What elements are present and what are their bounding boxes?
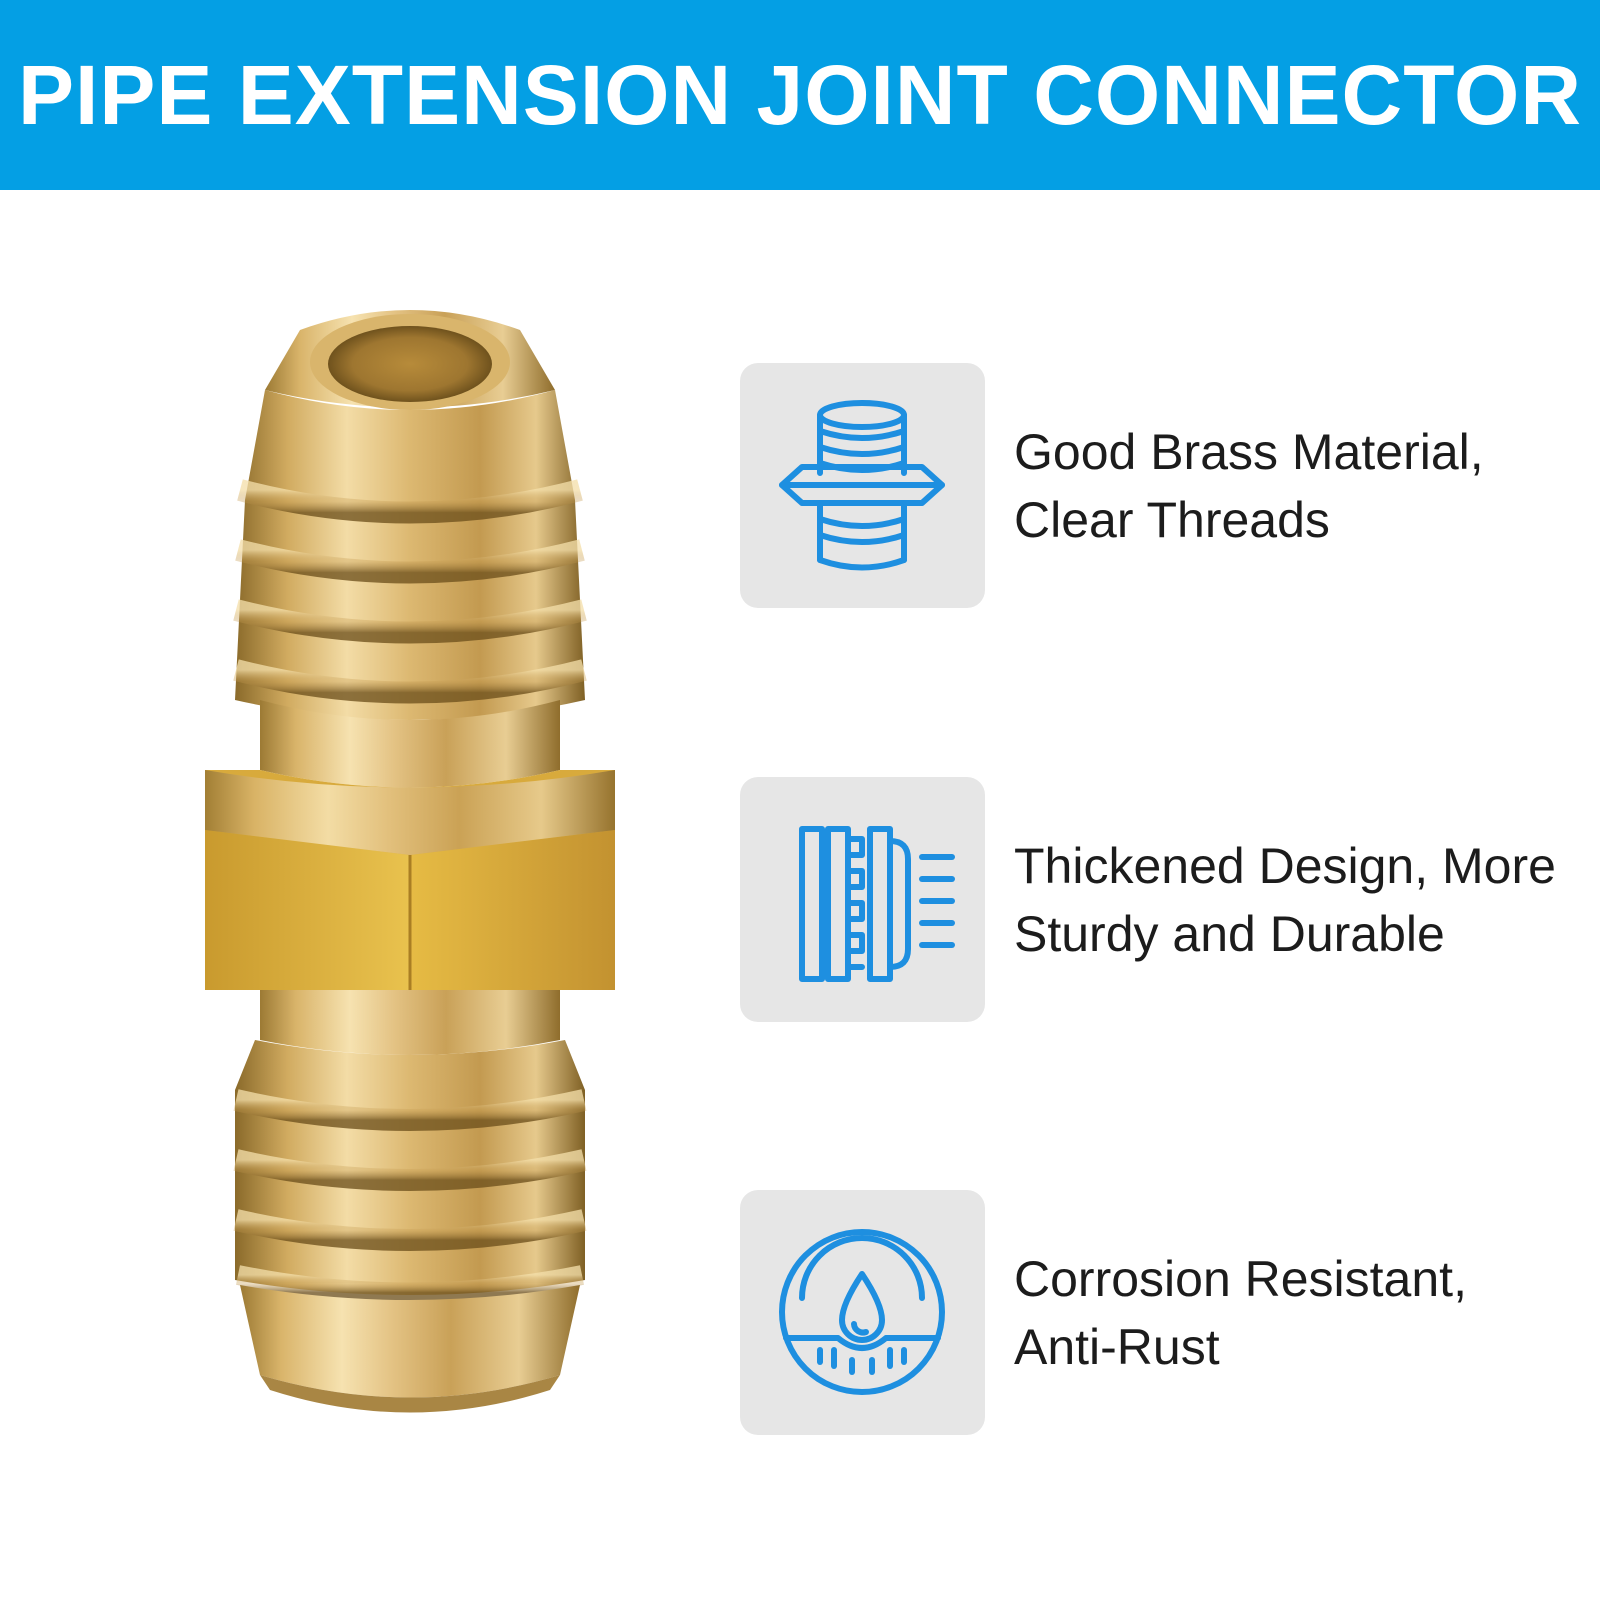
feature-item-brass-material: Good Brass Material, Clear Threads — [740, 363, 1560, 608]
page-title: PIPE EXTENSION JOINT CONNECTOR — [17, 47, 1583, 142]
feature-title-line-2: Anti-Rust — [1014, 1318, 1220, 1375]
feature-icon-box — [740, 1190, 985, 1435]
brass-flare-union-image — [205, 310, 615, 1413]
thick-wall-icon — [799, 826, 955, 982]
feature-text: Thickened Design, More Sturdy and Durabl… — [1014, 777, 1574, 1022]
feature-item-corrosion-resistant: Corrosion Resistant, Anti-Rust — [740, 1190, 1560, 1435]
feature-text: Corrosion Resistant, Anti-Rust — [1014, 1190, 1574, 1435]
feature-title-line-2: Clear Threads — [1014, 491, 1330, 548]
feature-title-line-1: Thickened Design, More — [1014, 837, 1556, 894]
feature-title-line-2: Sturdy and Durable — [1014, 905, 1445, 962]
feature-item-thickened-design: Thickened Design, More Sturdy and Durabl… — [740, 777, 1560, 1022]
title-banner: PIPE EXTENSION JOINT CONNECTOR — [0, 0, 1600, 190]
threaded-fitting-icon — [779, 400, 945, 571]
feature-text: Good Brass Material, Clear Threads — [1014, 363, 1574, 608]
feature-icon-box — [740, 363, 985, 608]
feature-title-line-1: Good Brass Material, — [1014, 423, 1484, 480]
feature-icon-box — [740, 777, 985, 1022]
feature-title-line-1: Corrosion Resistant, — [1014, 1250, 1467, 1307]
corrosion-resistant-icon — [779, 1229, 945, 1395]
